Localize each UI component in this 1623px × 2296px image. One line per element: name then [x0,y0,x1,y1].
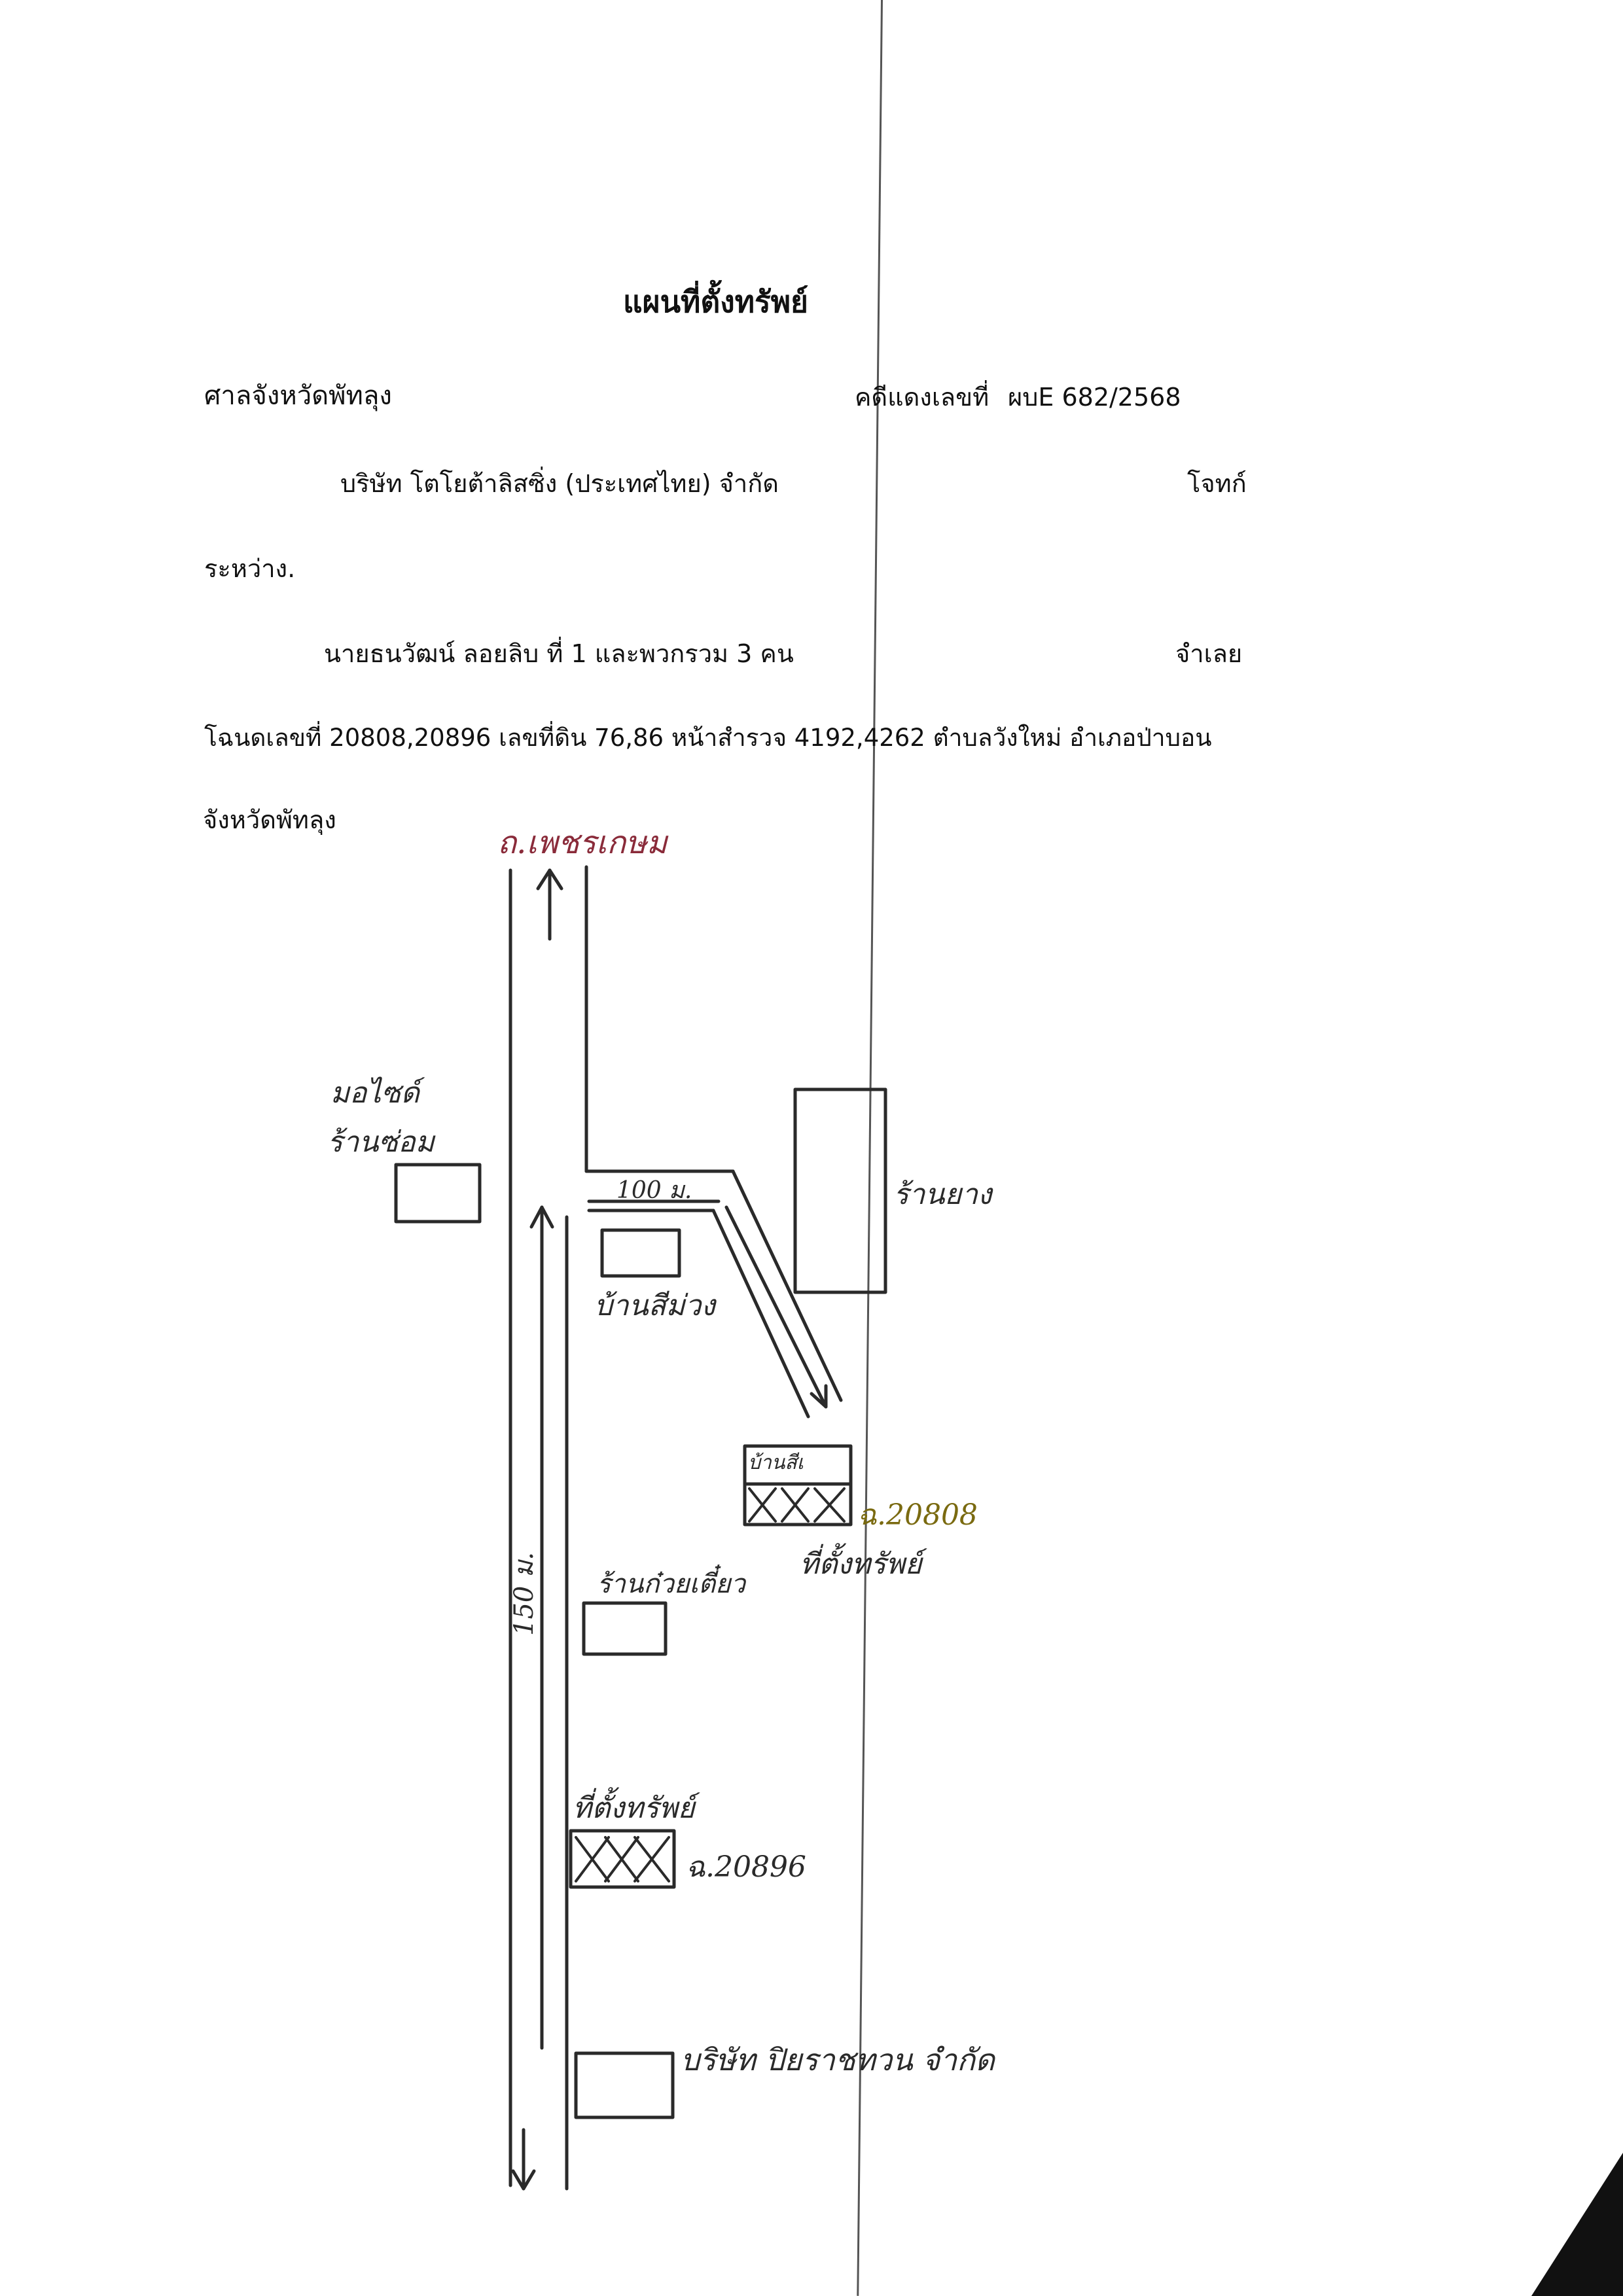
distance-150-arrow-icon [529,1205,554,2050]
side-road-arrow-icon [810,1384,828,1409]
noodle-shop-building [582,1601,668,1656]
left-shop-label-1: มอไซด์ [330,1076,419,1110]
distance-150-label: 150 ม. [509,1551,539,1636]
province-name: จังหวัดพัทลุง [203,805,336,834]
left-shop-label-2: ร้านซ่อม [327,1125,435,1159]
purple-house-building [600,1228,681,1278]
side-road-outer-edge [731,1169,843,1402]
corner-fold-shadow [1531,2153,1623,2296]
side-road-inner-edge [711,1209,810,1419]
distance-100-label: 100 ม. [616,1177,692,1204]
defendant-name: นายธนวัฒน์ ลอยลิบ ที่ 1 และพวกรวม 3 คน [324,639,794,668]
rubber-shop-building [793,1087,887,1294]
plot-20808-deed-label: ฉ.20808 [857,1498,978,1532]
plot-20808-hatch [748,1487,846,1523]
motorcycle-repair-building [394,1163,482,1224]
plot-20808-parcel [743,1482,853,1527]
plot-20896-parcel [569,1829,676,1889]
company-label: บริษัท ปิยราชทวน จำกัด [681,2042,995,2077]
north-arrow-icon [536,868,563,941]
case-label: คดีแดงเลขที่ [855,383,990,412]
case-number: ผบE 682/2568 [1008,383,1181,412]
defendant-role: จำเลย [1175,639,1243,668]
page-title: แผนที่ตั้งทรัพย์ [623,284,809,319]
rubber-shop-label: ร้านยาง [893,1178,992,1211]
plot-20896-deed-label: ฉ.20896 [686,1850,806,1884]
company-building [574,2051,675,2119]
road-label: ถ.เพชรเกษม [497,824,668,861]
deed-line: โฉนดเลขที่ 20808,20896 เลขที่ดิน 76,86 ห… [204,724,1212,752]
plaintiff-role: โจทก์ [1187,469,1247,498]
plot-20808-location-label: ที่ตั้งทรัพย์ [800,1547,922,1581]
green-house-inner-label: บ้านสีเ [748,1451,804,1474]
side-road-arrow-shaft [724,1205,828,1409]
purple-house-label: บ้านสีม่วง [594,1289,715,1322]
south-arrow-icon [511,2128,536,2191]
plaintiff-name: บริษัท โตโยต้าลิสซิ่ง (ประเทศไทย) จำกัด [340,469,779,498]
between-label: ระหว่าง. [204,554,296,583]
plot-20896-hatch [575,1836,670,1882]
noodle-shop-label: ร้านก๋วยเตี๋ยว [597,1569,745,1599]
plot-20896-location-label: ที่ตั้งทรัพย์ [573,1792,695,1825]
court-name: ศาลจังหวัดพัทลุง [204,381,392,411]
